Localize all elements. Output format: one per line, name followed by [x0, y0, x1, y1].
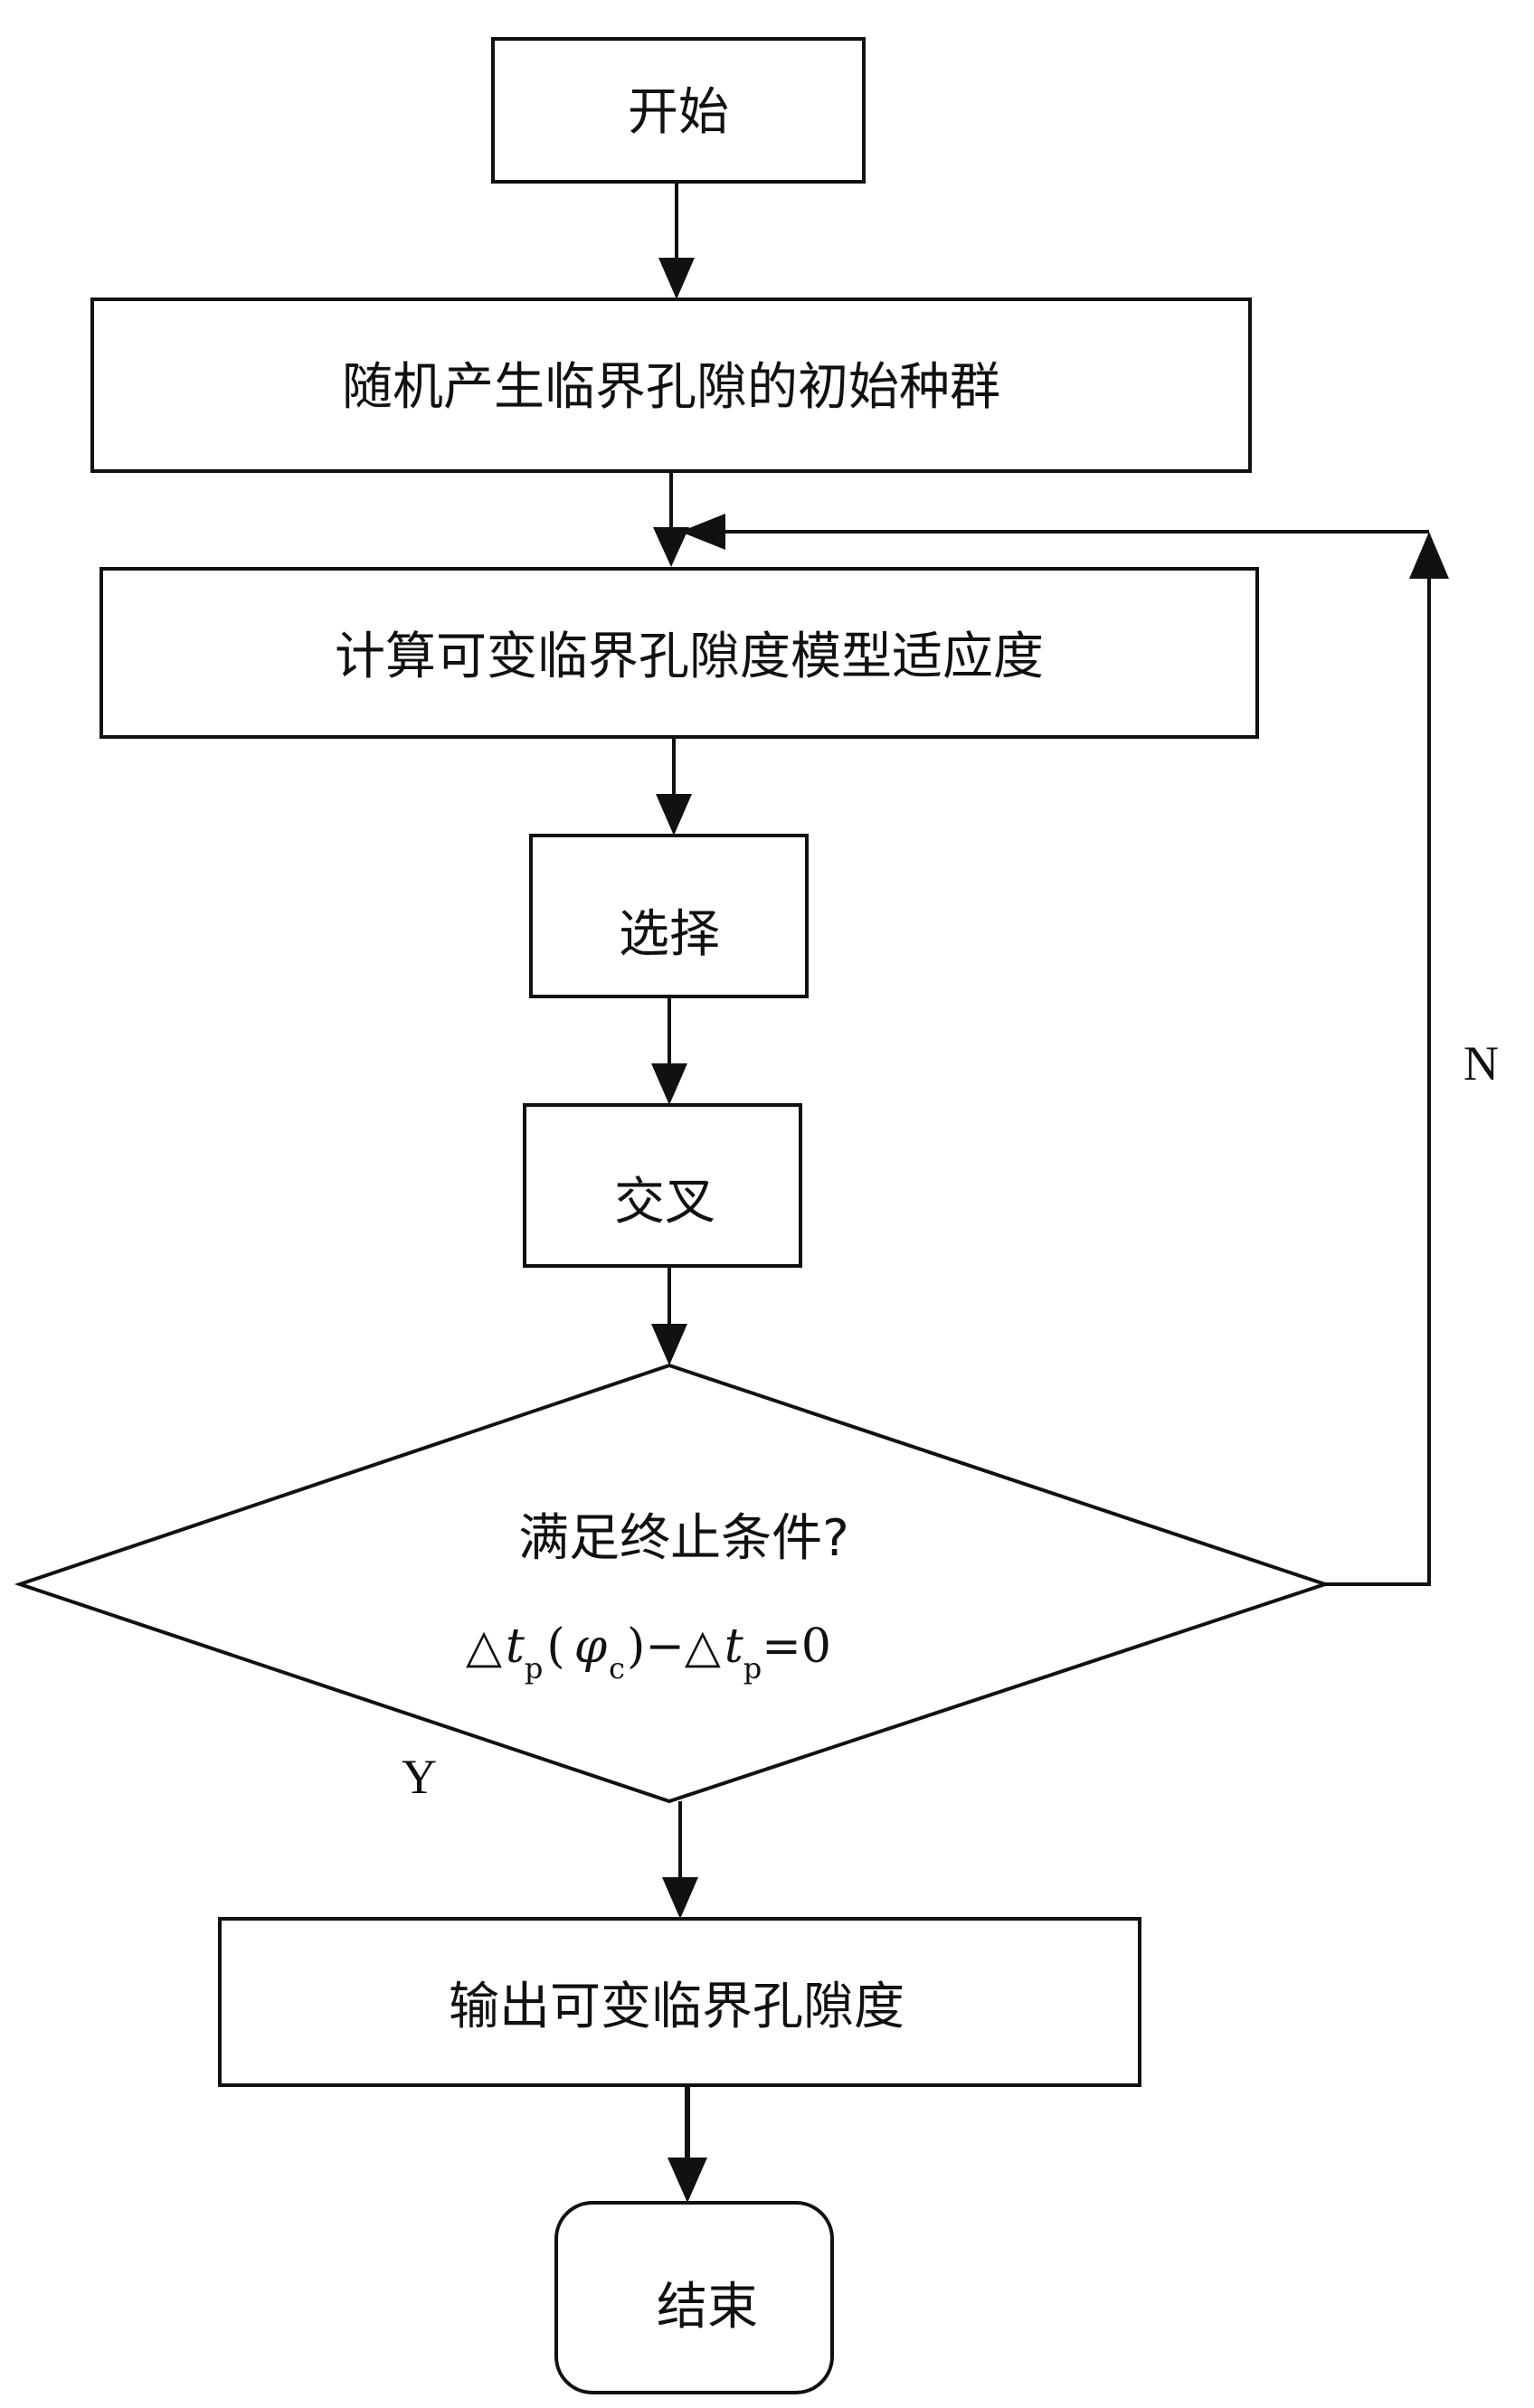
- init-population-label: 随机产生临界孔隙的初始种群: [342, 358, 1000, 417]
- formula-t-2: t: [724, 1619, 743, 1674]
- start-label: 开始: [628, 83, 729, 142]
- arrowhead-output-end: [668, 2158, 707, 2203]
- init-population-node: [90, 297, 1252, 473]
- formula-open-paren: (: [546, 1619, 564, 1674]
- formula-t-1: t: [506, 1619, 525, 1674]
- formula-sub-c: c: [609, 1651, 625, 1686]
- arrowhead-selection-crossover: [651, 1063, 687, 1105]
- branch-yes-label: Y: [402, 1750, 437, 1804]
- start-node: [491, 37, 866, 184]
- crossover-label: 交叉: [614, 1173, 715, 1232]
- arrowhead-start-init: [658, 258, 695, 299]
- decision-node: [14, 1363, 1331, 1804]
- selection-node: [529, 834, 809, 998]
- compute-fitness-node: [99, 567, 1259, 739]
- end-node: [554, 2201, 834, 2394]
- branch-no-label: N: [1463, 1036, 1499, 1091]
- arrowhead-decision-output: [662, 1877, 698, 1919]
- formula-delta-1: △: [466, 1619, 502, 1674]
- decision-formula: △tp(φc)−△tp=0: [466, 1619, 831, 1686]
- arrowhead-crossover-decision: [651, 1324, 687, 1365]
- formula-sub-p-1: p: [525, 1651, 543, 1686]
- arrowhead-no-loop-up: [1409, 532, 1449, 579]
- formula-sub-p-2: p: [743, 1651, 762, 1686]
- selection-label: 选择: [619, 905, 720, 964]
- compute-fitness-label: 计算可变临界孔隙度模型适应度: [335, 628, 1044, 686]
- output-node: [218, 1917, 1141, 2087]
- formula-delta-2: △: [685, 1619, 721, 1674]
- decision-question: 满足终止条件?: [518, 1509, 849, 1568]
- arrowhead-loop-back: [680, 514, 725, 550]
- end-label: 结束: [657, 2278, 758, 2337]
- arrowhead-fitness-selection: [656, 794, 692, 836]
- arrowhead-init-fitness: [653, 527, 689, 567]
- formula-close-minus: )−: [627, 1619, 685, 1674]
- output-label: 输出可变临界孔隙度: [449, 1978, 904, 2036]
- formula-equals-zero: =0: [762, 1619, 831, 1674]
- formula-phi: φ: [574, 1619, 608, 1674]
- crossover-node: [523, 1103, 802, 1268]
- connector-no-loop: [1325, 577, 1431, 1586]
